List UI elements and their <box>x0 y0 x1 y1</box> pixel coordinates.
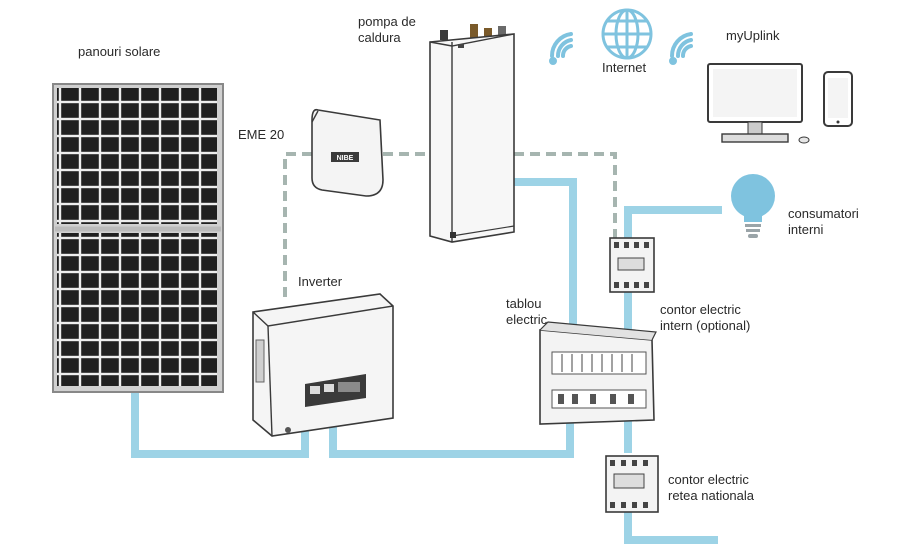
line-panel-to-consumers <box>624 206 722 336</box>
heat-pump-unit <box>429 24 515 243</box>
label-consumers-line1: consumatori <box>788 206 859 221</box>
label-inverter: Inverter <box>298 274 343 289</box>
eme-logo-text: NIBE <box>337 155 354 162</box>
label-grid-meter-line2: retea nationala <box>668 488 755 503</box>
light-bulb-icon <box>731 174 775 238</box>
monitor-icon <box>707 63 810 144</box>
line-heatpump-to-panel <box>514 178 577 330</box>
label-grid-meter-line1: contor electric <box>668 472 749 487</box>
label-consumers-line2: interni <box>788 222 824 237</box>
internal-meter <box>609 237 655 293</box>
label-eme20: EME 20 <box>238 127 285 142</box>
wifi-right-icon <box>669 32 693 65</box>
label-internal-meter-line2: intern (optional) <box>660 318 751 333</box>
electrical-panel <box>539 321 657 425</box>
label-panel-line2: electric <box>506 312 548 327</box>
line-inverter-to-panel <box>329 420 574 458</box>
solar-panel <box>52 83 224 393</box>
grid-meter <box>605 455 659 513</box>
data-lines <box>283 152 617 302</box>
label-internet: Internet <box>602 60 647 75</box>
line-panels-to-inverter <box>131 386 309 458</box>
eme20-device: NIBE <box>311 108 384 197</box>
label-myuplink: myUplink <box>726 28 780 43</box>
power-lines <box>131 178 722 544</box>
dashed-heatpump-to-meter <box>514 152 617 238</box>
label-solar-panels: panouri solare <box>78 44 161 59</box>
label-heat-pump-line2: caldura <box>358 30 401 45</box>
globe-icon <box>601 8 653 60</box>
smartphone-icon <box>823 71 853 127</box>
label-internal-meter-line1: contor electric <box>660 302 741 317</box>
inverter-device <box>252 293 394 437</box>
line-grid-meter-to-grid <box>624 510 718 544</box>
label-heat-pump-line1: pompa de <box>358 14 416 29</box>
dashed-eme-to-inverter <box>283 152 312 302</box>
wifi-left-icon <box>549 32 573 65</box>
label-panel-line1: tablou <box>506 296 542 311</box>
eme-logo-plate <box>331 152 359 162</box>
